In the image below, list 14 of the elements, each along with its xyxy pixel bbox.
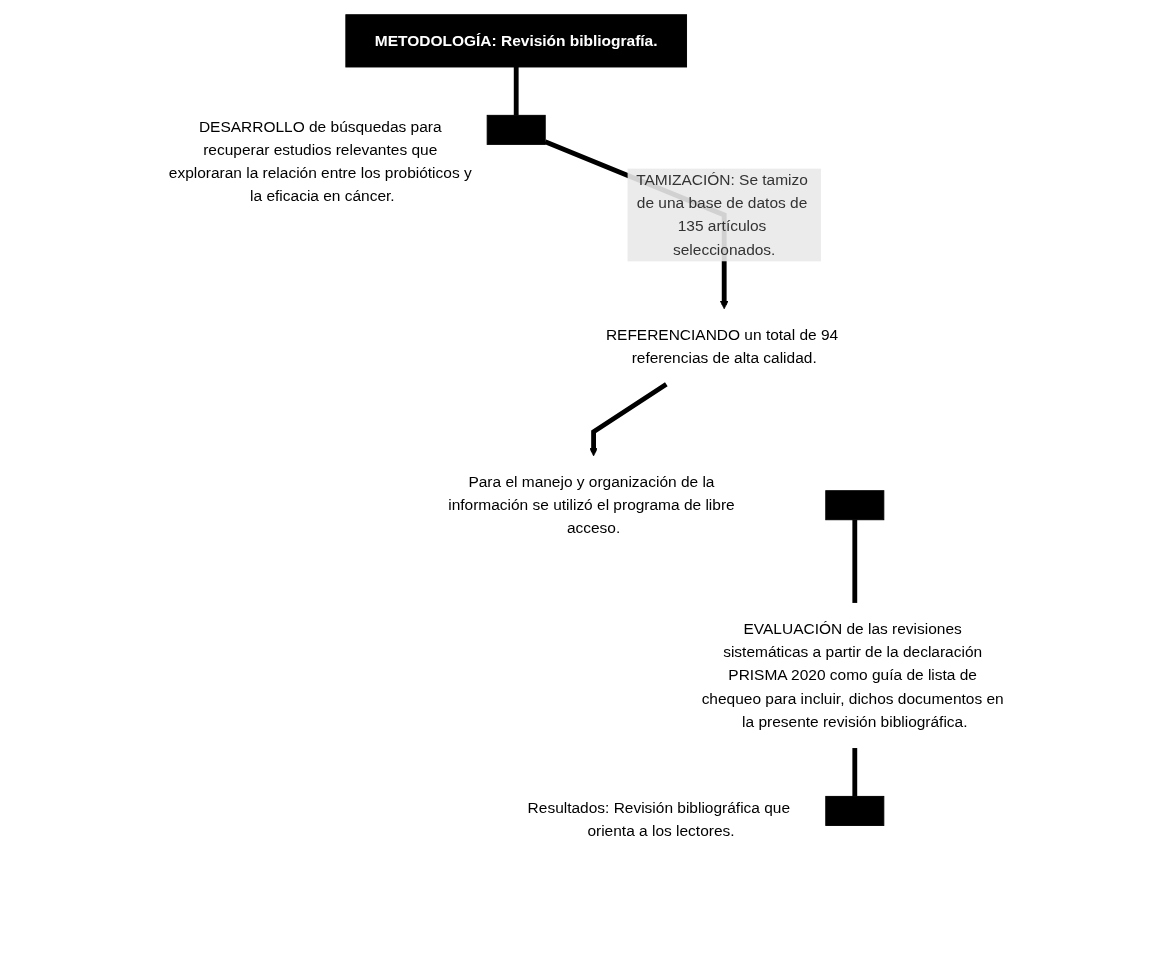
arrow	[588, 381, 668, 456]
edge-label: TAMIZACIÓN: Se tamizo de una base de datos de 135 artículos seleccionados.	[635, 170, 808, 258]
node-box	[824, 489, 884, 520]
node-text: Para el manejo y organización de la información se utilizó el programa de libre acceso.	[447, 472, 735, 536]
node-box: METODOLOGÍA: Revisión bibliografía.	[344, 13, 687, 67]
node-text: REFERENCIANDO un total de 94 referencias de alta calidad.	[605, 325, 838, 366]
node-box	[824, 795, 884, 826]
connector	[851, 519, 857, 603]
node-label: DESARROLLO de búsquedas para recuperar estudios relevantes que exploraran la relación entre los probióticos y la eficacia en cáncer.	[168, 117, 472, 204]
node-label: Resultados: Revisión bibliográfica que orienta a los lectores.	[527, 798, 790, 839]
connector	[513, 66, 519, 115]
node-text: EVALUACIÓN de las revisiones sistemáticas a partir de la declaración PRISMA 2020 como guía de lista de chequeo para incluir, dichos documentos en la presente revisión bibliográfica.	[701, 619, 1004, 730]
connector	[851, 747, 857, 796]
node-box	[486, 114, 546, 145]
